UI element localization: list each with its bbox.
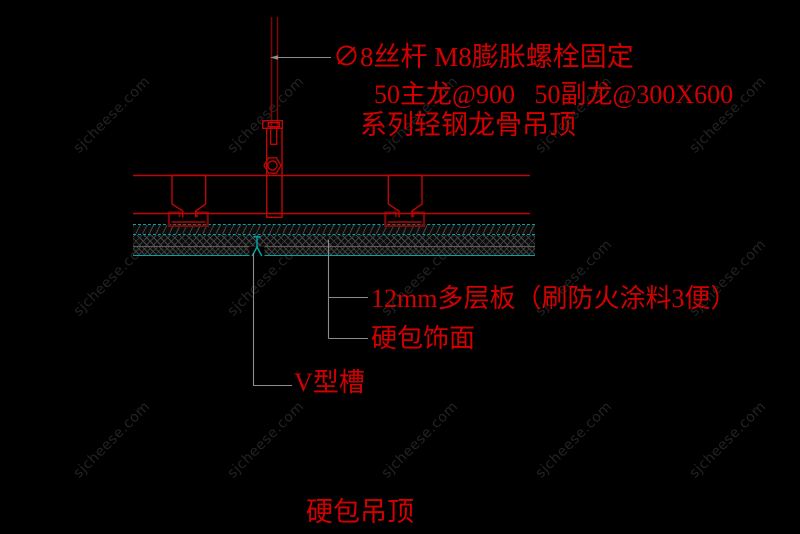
finish-hatch	[133, 247, 535, 255]
keel-spec-annotation: 50主龙@900 50副龙@300X600	[374, 80, 734, 109]
board-top-edge	[133, 224, 535, 225]
v-groove	[249, 236, 265, 257]
furring-channel-right	[384, 211, 426, 227]
board-bottom-edge	[133, 255, 535, 256]
keel-series-annotation: 系列轻钢龙骨吊顶	[360, 110, 576, 140]
finish-top-line	[133, 246, 535, 247]
leader-rod	[270, 55, 331, 60]
plywood-hatch-lower	[133, 235, 535, 246]
plywood-hatch-upper	[133, 225, 535, 234]
board-mid-line	[133, 234, 535, 235]
ceiling-board	[133, 224, 535, 257]
hanger-bracket	[262, 119, 284, 219]
furring-channel-left	[167, 211, 209, 227]
groove-annotation: V型槽	[294, 368, 365, 397]
channel-clip-right	[387, 174, 423, 218]
board-annotation: 12mm多层板（刷防火涂料3便）	[371, 284, 737, 313]
rod-annotation: ∅8丝杆 M8膨胀螺栓固定	[333, 42, 634, 72]
leader-board-finish	[327, 240, 368, 340]
main-runner	[133, 174, 530, 215]
leader-v-groove	[252, 253, 292, 387]
drawing-title: 硬包吊顶	[306, 497, 414, 527]
finish-annotation: 硬包饰面	[371, 324, 476, 353]
threaded-rod	[270, 17, 279, 128]
channel-clip-left	[171, 174, 207, 218]
